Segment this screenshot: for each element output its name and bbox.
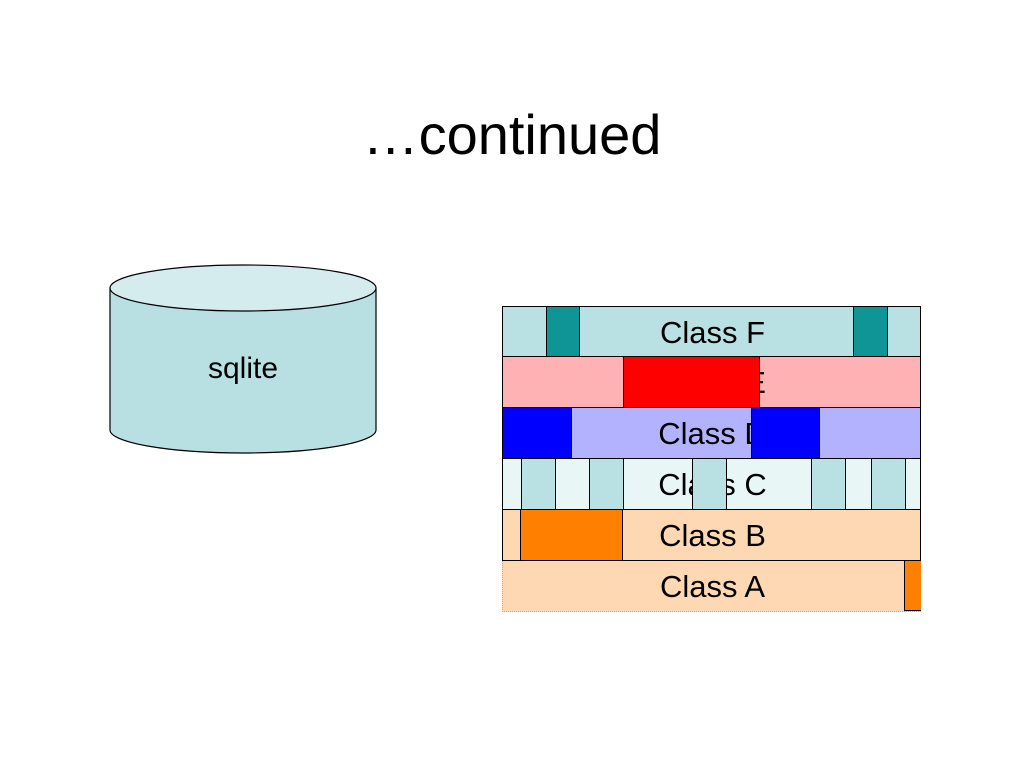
- class-d-row: Class D: [502, 408, 921, 459]
- class-a-row: Class A: [502, 561, 921, 612]
- class-f-row: Class F: [502, 306, 921, 357]
- class-f-block: [853, 307, 888, 356]
- class-b-row: Class B: [502, 510, 921, 561]
- class-e-row: Class E: [502, 357, 921, 408]
- class-b-block: [520, 510, 623, 560]
- class-c-row: Class C: [502, 459, 921, 510]
- class-c-block: [811, 459, 846, 509]
- class-f-label: Class F: [659, 315, 766, 350]
- class-a-block: [904, 561, 921, 611]
- database-label: sqlite: [207, 352, 279, 385]
- class-a-label: Class A: [659, 569, 766, 604]
- class-c-block: [521, 459, 556, 509]
- class-c-block: [871, 459, 906, 509]
- slide-title: …continued: [362, 103, 662, 166]
- class-d-block: [503, 408, 572, 458]
- database-cylinder-icon: [109, 264, 377, 454]
- class-c-block: [589, 459, 624, 509]
- class-f-block: [546, 307, 580, 356]
- class-d-label: Class D: [658, 416, 767, 451]
- class-c-block: [692, 459, 727, 509]
- class-e-block: [623, 357, 760, 407]
- class-d-block: [751, 408, 820, 458]
- database-cylinder: sqlite: [108, 262, 378, 456]
- class-b-label: Class B: [659, 518, 766, 553]
- class-stack: Class F Class E Class D Class C Class B …: [502, 306, 922, 616]
